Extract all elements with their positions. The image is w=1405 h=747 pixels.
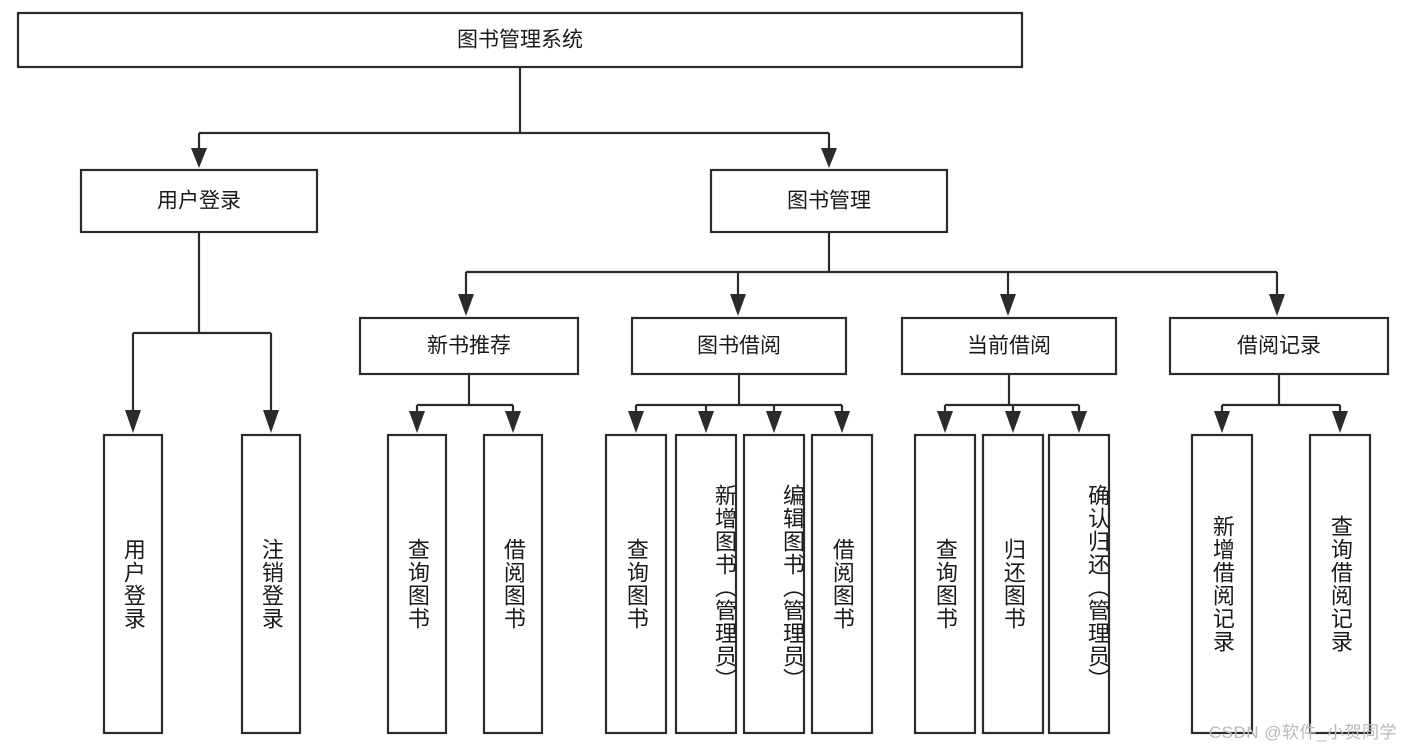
connector-group-book-management: [458, 232, 1285, 316]
node-label-new-book-recommend: 新书推荐: [427, 335, 511, 358]
node-box-user-login[interactable]: [79, 168, 319, 234]
node-box-leaf-logout[interactable]: [240, 433, 302, 735]
node-box-leaf-query-book-recommend[interactable]: [386, 433, 448, 735]
arrowhead-icon: [263, 410, 279, 433]
arrowhead-icon: [1000, 294, 1016, 316]
arrowhead-icon: [505, 411, 521, 433]
node-box-leaf-user-login[interactable]: [102, 433, 164, 735]
node-box-book-management[interactable]: [709, 168, 949, 234]
arrowhead-icon: [834, 411, 850, 433]
node-box-book-borrow[interactable]: [630, 316, 848, 376]
connector-group-current-borrow: [937, 374, 1087, 433]
connector-group-book-borrow: [628, 374, 850, 433]
node-label-borrow-record: 借阅记录: [1237, 335, 1321, 358]
arrowhead-icon: [1071, 411, 1087, 433]
node-box-leaf-edit-book-admin[interactable]: [742, 433, 806, 735]
node-box-leaf-query-borrow-record[interactable]: [1308, 433, 1372, 735]
connector-group-new-book-recommend: [409, 374, 521, 433]
node-box-new-book-recommend[interactable]: [358, 316, 580, 376]
arrowhead-icon: [698, 411, 714, 433]
connector-group-user-login: [125, 232, 279, 433]
node-label-root: 图书管理系统: [457, 29, 583, 52]
node-box-leaf-return-book[interactable]: [981, 433, 1045, 735]
node-box-leaf-query-book-current[interactable]: [913, 433, 977, 735]
arrowhead-icon: [1005, 411, 1021, 433]
node-box-root[interactable]: [16, 11, 1024, 69]
node-box-leaf-add-borrow-record[interactable]: [1190, 433, 1254, 735]
arrowhead-icon: [628, 411, 644, 433]
arrowhead-icon: [1269, 294, 1285, 316]
arrowhead-icon: [458, 294, 474, 316]
node-label-book-management: 图书管理: [787, 190, 871, 213]
arrowhead-icon: [1332, 411, 1348, 433]
connector-group-borrow-record: [1214, 374, 1348, 433]
node-box-leaf-borrow-book[interactable]: [810, 433, 874, 735]
arrowhead-icon: [937, 411, 953, 433]
arrowhead-icon: [1214, 411, 1230, 433]
node-box-borrow-record[interactable]: [1168, 316, 1390, 376]
arrowhead-icon: [766, 411, 782, 433]
node-label-user-login: 用户登录: [157, 190, 241, 213]
arrowhead-icon: [125, 410, 141, 433]
arrowhead-icon: [191, 148, 207, 168]
arrowhead-icon: [730, 294, 746, 316]
node-box-current-borrow[interactable]: [900, 316, 1118, 376]
arrowhead-icon: [409, 411, 425, 433]
node-box-leaf-confirm-return-admin[interactable]: [1047, 433, 1111, 735]
node-box-leaf-query-book-borrow[interactable]: [604, 433, 668, 735]
watermark-text: CSDN @软件_小贺同学: [1208, 723, 1397, 742]
node-box-leaf-borrow-book-recommend[interactable]: [482, 433, 544, 735]
arrowhead-icon: [821, 148, 837, 168]
connector-group-root: [191, 67, 837, 168]
node-box-leaf-add-book-admin[interactable]: [674, 433, 738, 735]
node-label-book-borrow: 图书借阅: [697, 335, 781, 358]
node-label-current-borrow: 当前借阅: [967, 335, 1051, 358]
